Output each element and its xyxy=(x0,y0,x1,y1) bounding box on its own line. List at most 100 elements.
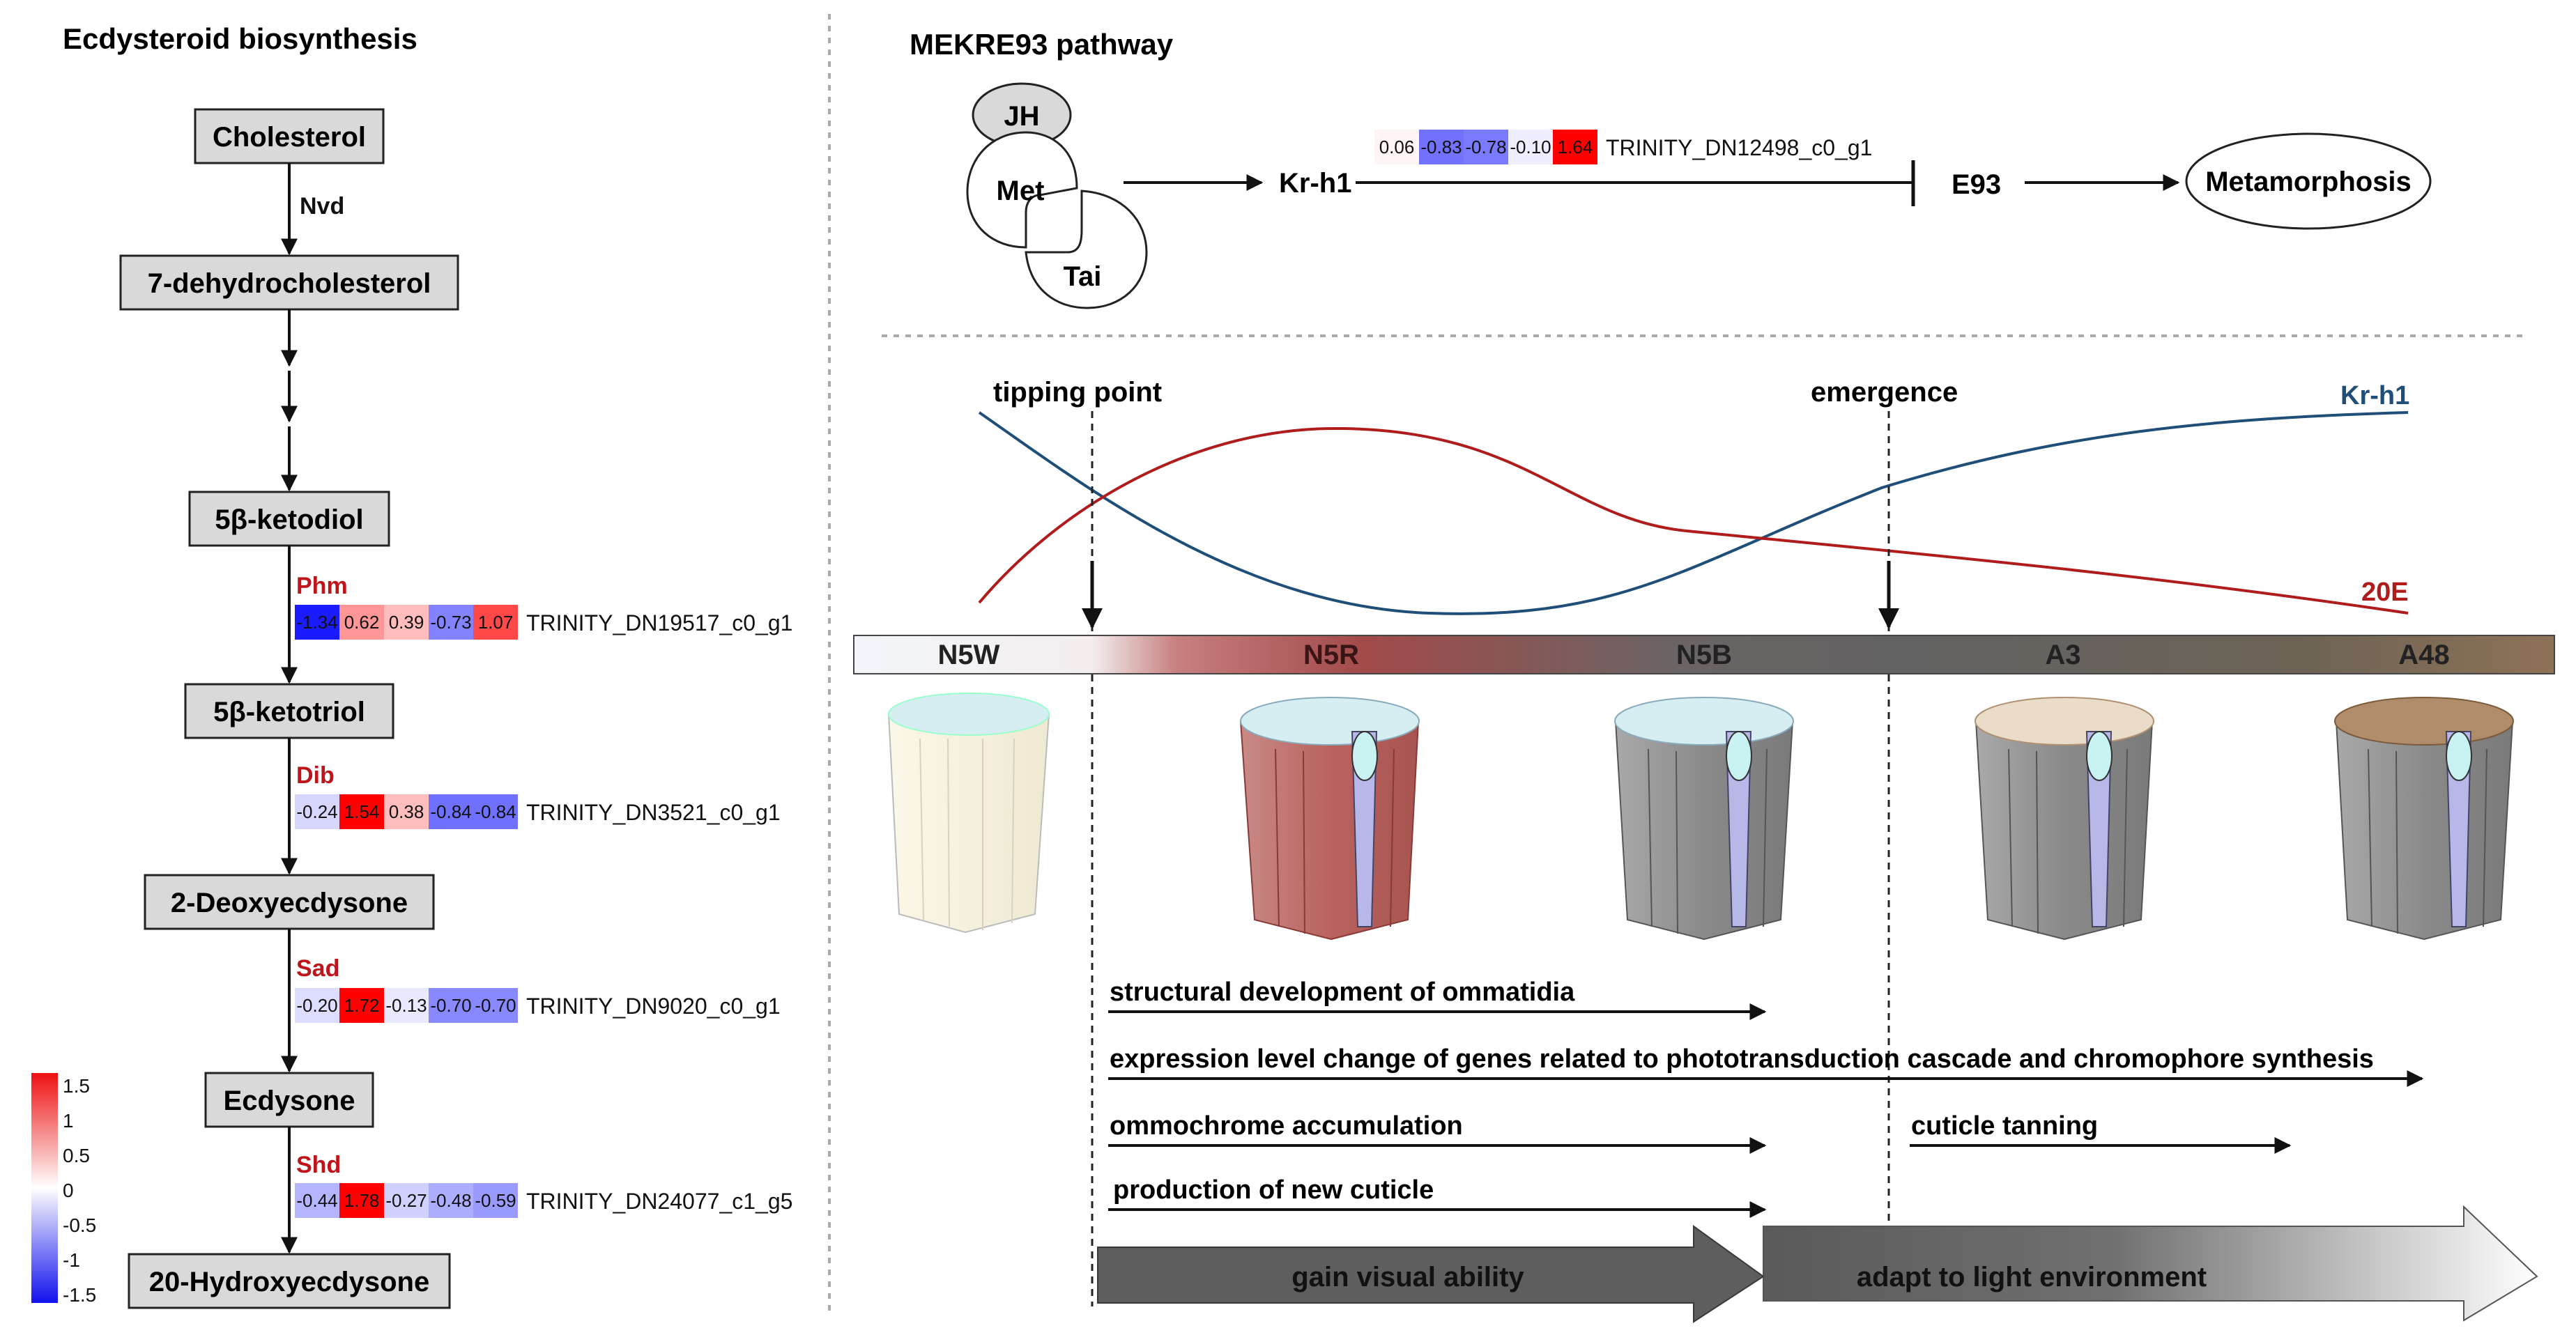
enzyme-dib: Dib xyxy=(296,762,335,789)
process-expression: expression level change of genes related… xyxy=(1110,1044,2374,1074)
compound-label: Cholesterol xyxy=(213,122,366,153)
tipping-point-label: tipping point xyxy=(993,377,1162,408)
compound-label: 2-Deoxyecdysone xyxy=(171,888,408,918)
compound-7-dehydrocholesterol: 7-dehydrocholesterol xyxy=(119,254,459,311)
met-node xyxy=(966,131,1078,249)
heatmap-cell xyxy=(473,1183,518,1218)
ommatidium-n5b xyxy=(1614,697,1794,941)
stage-a48: A48 xyxy=(2398,640,2449,670)
heatmap-cell xyxy=(429,988,473,1023)
heatmap-value: -0.78 xyxy=(1465,137,1506,157)
heatmap-value: -1.34 xyxy=(296,612,337,633)
heatmap-cell xyxy=(339,605,384,640)
krh1-curve-label: Kr-h1 xyxy=(2340,381,2409,410)
heatmap-value: 1.72 xyxy=(344,995,380,1016)
gain-arrow xyxy=(1097,1225,1765,1323)
heatmap-value: 0.06 xyxy=(1379,137,1415,157)
gene-id: TRINITY_DN19517_c0_g1 xyxy=(526,610,792,635)
heatmap-value: -0.70 xyxy=(430,995,471,1016)
left-panel-title: Ecdysteroid biosynthesis xyxy=(63,22,417,55)
heatmap-value: -0.84 xyxy=(475,801,516,822)
heatmap-value: 1.07 xyxy=(478,612,514,633)
heatmap-cell xyxy=(429,605,473,640)
metamorphosis-label: Metamorphosis xyxy=(2205,167,2412,197)
heatmap-cell xyxy=(295,794,339,829)
heatmap-cell xyxy=(339,988,384,1023)
compound-label: Ecdysone xyxy=(224,1086,355,1116)
compound-5b-ketotriol: 5β-ketotriol xyxy=(184,683,394,739)
tai-node xyxy=(1025,190,1148,309)
heatmap-value: -0.59 xyxy=(475,1190,516,1211)
heatmap-phm: -1.34 0.62 0.39 -0.73 1.07 TRINITY_DN19517_c0… xyxy=(295,605,792,640)
heatmap-dib: -0.24 1.54 0.38 -0.84-0.84 TRINITY_DN3521_c0… xyxy=(295,794,781,829)
compound-label: 20-Hydroxyecdysone xyxy=(149,1267,429,1297)
enzyme-nvd: Nvd xyxy=(300,193,344,219)
heatmap-value: -0.70 xyxy=(475,995,516,1016)
enzyme-shd: Shd xyxy=(296,1152,341,1178)
heatmap-cell xyxy=(1508,130,1553,164)
compound-label: 5β-ketodiol xyxy=(215,504,363,535)
compound-20-hydroxyecdysone: 20-Hydroxyecdysone xyxy=(128,1253,451,1309)
legend-tick-label: 0 xyxy=(63,1180,74,1201)
adapt-arrow-label: adapt to light environment xyxy=(1857,1262,2207,1292)
heatmap-value: -0.27 xyxy=(385,1190,427,1211)
heatmap-value: -0.24 xyxy=(296,801,337,822)
heatmap-value: 1.78 xyxy=(344,1190,380,1211)
heatmap-value: -0.20 xyxy=(296,995,337,1016)
heatmap-value: -0.73 xyxy=(430,612,471,633)
heatmap-cell xyxy=(1374,130,1419,164)
stage-a3: A3 xyxy=(2045,640,2080,670)
adapt-arrow xyxy=(1763,1205,2538,1322)
heatmap-value: -0.10 xyxy=(1510,137,1551,157)
legend-tick-label: 1 xyxy=(63,1110,74,1132)
process-cuticle-tanning: cuticle tanning xyxy=(1911,1111,2098,1141)
legend-tick-label: -1.5 xyxy=(63,1284,96,1306)
heatmap-cell xyxy=(473,794,518,829)
heatmap-value: -0.84 xyxy=(430,801,471,822)
compound-5b-ketodiol: 5β-ketodiol xyxy=(188,491,390,547)
heatmap-value: 1.54 xyxy=(344,801,380,822)
compound-ecdysone: Ecdysone xyxy=(204,1072,374,1128)
legend-tick-label: -0.5 xyxy=(63,1214,96,1236)
heatmap-cell xyxy=(384,794,429,829)
heatmap-cell xyxy=(384,1183,429,1218)
jh-label: JH xyxy=(1004,101,1039,132)
heatmap-value: 0.39 xyxy=(389,612,424,633)
legend-tick-label: 0.5 xyxy=(63,1145,90,1166)
tai-label: Tai xyxy=(1064,261,1102,292)
heatmap-cell xyxy=(429,1183,473,1218)
heatmap-cell xyxy=(1464,130,1508,164)
heatmap-cell xyxy=(473,605,518,640)
krh1-curve xyxy=(978,411,2409,615)
right-panel-title: MEKRE93 pathway xyxy=(910,28,1174,61)
heatmap-value: 0.38 xyxy=(389,801,424,822)
ommatidium-n5w xyxy=(887,693,1050,934)
legend-tick-label: 1.5 xyxy=(63,1075,90,1097)
heatmap-cell xyxy=(339,1183,384,1218)
heatmap-cell xyxy=(1419,130,1464,164)
stage-n5w: N5W xyxy=(938,640,1000,670)
stage-bar xyxy=(853,635,2555,674)
heatmap-value: -0.44 xyxy=(296,1190,337,1211)
heatmap-value: 1.64 xyxy=(1558,137,1593,157)
heatmap-cell xyxy=(429,794,473,829)
e93-label: E93 xyxy=(1952,169,2001,200)
legend-tick-label: -1 xyxy=(63,1249,80,1271)
heatmap-value: 0.62 xyxy=(344,612,380,633)
process-ommochrome: ommochrome accumulation xyxy=(1110,1111,1463,1141)
compound-cholesterol: Cholesterol xyxy=(194,108,385,164)
heatmap-value: -0.13 xyxy=(385,995,427,1016)
heatmap-cell xyxy=(295,1183,339,1218)
gene-id: TRINITY_DN12498_c0_g1 xyxy=(1606,135,1872,160)
20e-curve-label: 20E xyxy=(2361,578,2409,607)
compound-2-deoxyecdysone: 2-Deoxyecdysone xyxy=(144,874,435,930)
heatmap-cell xyxy=(384,988,429,1023)
receptor-complex: JH Met Tai xyxy=(966,82,1148,309)
krh1-label: Kr-h1 xyxy=(1279,168,1351,199)
heatmap-cell xyxy=(473,988,518,1023)
gene-id: TRINITY_DN3521_c0_g1 xyxy=(526,800,781,825)
gene-id: TRINITY_DN24077_c1_g5 xyxy=(526,1189,792,1214)
heatmap-cell xyxy=(384,605,429,640)
